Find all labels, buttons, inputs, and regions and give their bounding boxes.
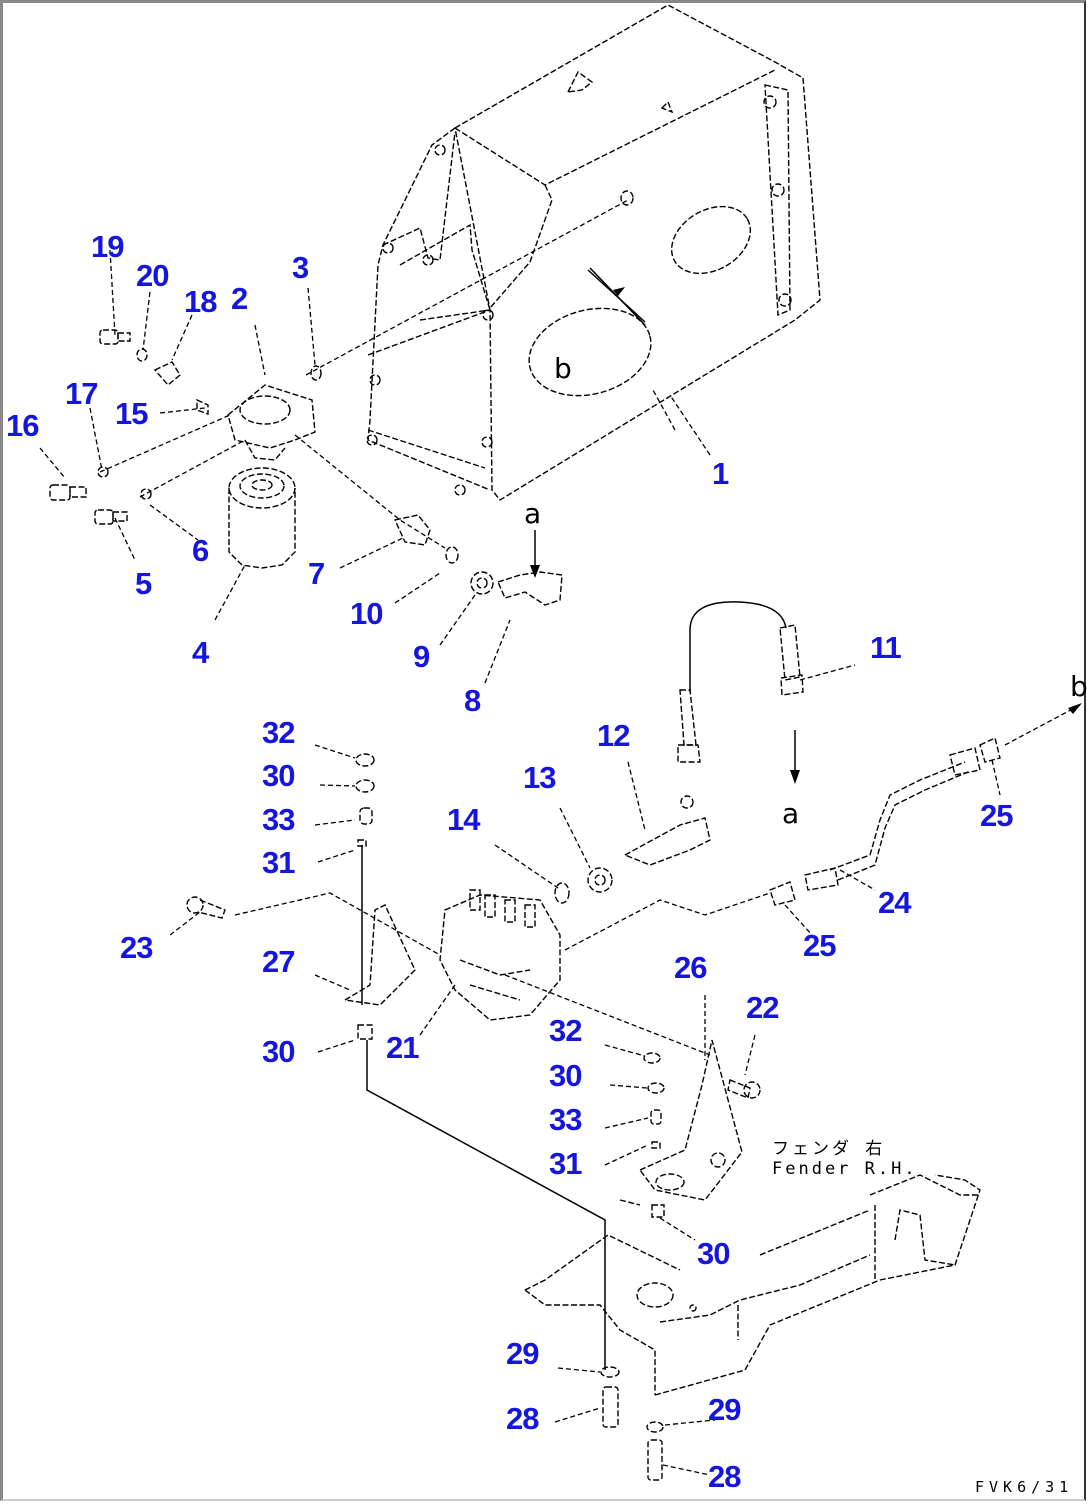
part-brackets [169,845,771,1370]
callout-16: 16 [6,408,39,443]
callout-17: 17 [65,376,98,411]
callout-30-lower-right: 30 [697,1236,730,1271]
fender-note-jp: フェンダ 右 [772,1139,886,1159]
part-filter-head [227,384,316,461]
callout-10: 10 [350,596,383,631]
callout-30-upper-right: 30 [549,1058,582,1093]
callout-11: 11 [870,630,902,665]
callout-12: 12 [597,718,630,753]
part-filter-cartridge [228,467,296,569]
callout-20: 20 [136,258,169,293]
callout-24: 24 [878,885,911,920]
callout-25-lower: 25 [803,928,836,963]
callout-14: 14 [447,802,480,837]
callout-18: 18 [184,284,217,319]
small-parts-upper [49,329,563,606]
part-hose [677,601,856,784]
callout-2: 2 [231,281,248,316]
callout-31-right: 31 [549,1146,582,1181]
part-tube [769,703,1082,936]
callout-7: 7 [308,556,325,591]
callout-25-upper: 25 [980,798,1013,833]
parts-spacers-left [314,744,375,1053]
callout-32-right: 32 [549,1013,582,1048]
callout-29-left: 29 [506,1336,539,1371]
callout-30-lower-left: 30 [262,1034,295,1069]
parts-spacers-right [604,1044,696,1241]
callout-21: 21 [386,1030,419,1065]
callout-1: 1 [712,456,729,491]
callout-23: 23 [120,930,153,965]
callout-19: 19 [91,229,124,264]
ref-mark-b-housing: b [554,352,572,385]
callout-31-left: 31 [262,845,295,880]
callout-6: 6 [192,533,209,568]
ref-mark-a-lower: a [782,797,800,830]
part-control-valve [419,889,561,1036]
callout-27: 27 [262,944,295,979]
callout-5: 5 [135,566,152,601]
callout-28-right: 28 [708,1459,741,1494]
callout-22: 22 [746,990,779,1025]
callout-33-right: 33 [549,1102,582,1137]
ref-mark-b-right: b [1070,670,1088,703]
callout-9: 9 [413,639,430,674]
part-fender-rh [524,1174,981,1396]
callout-13: 13 [523,760,556,795]
callout-32-left: 32 [262,715,295,750]
callout-29-right: 29 [708,1392,741,1427]
callout-15: 15 [115,396,148,431]
fender-note: フェンダ 右 Fender R.H. [772,1139,918,1179]
callout-28-left: 28 [506,1401,539,1436]
fender-note-en: Fender R.H. [772,1158,918,1179]
callout-3: 3 [292,250,309,285]
callout-8: 8 [464,683,481,718]
leader-lines-upper [39,199,711,684]
ref-mark-a-upper: a [524,497,542,530]
drawing-code: FVK6/31 [975,1478,1074,1496]
parts-bolts-lower [554,1366,716,1481]
part-housing [366,4,821,501]
callout-33-left: 33 [262,802,295,837]
parts-fittings-mid [494,761,711,904]
callout-26: 26 [674,950,707,985]
callout-30-upper-left: 30 [262,758,295,793]
callout-4: 4 [192,635,209,670]
